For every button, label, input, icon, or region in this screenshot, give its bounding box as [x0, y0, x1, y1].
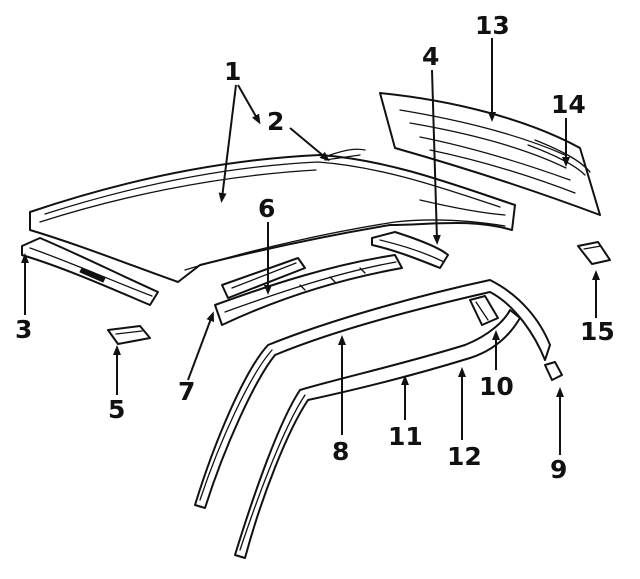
callout-8: 8 — [332, 437, 349, 466]
callout-9: 9 — [550, 455, 567, 484]
callout-15: 15 — [580, 317, 615, 346]
leader-4 — [431, 69, 441, 245]
end-cap-9 — [544, 361, 563, 381]
roof-edge-moulding — [329, 148, 366, 156]
callout-labels: 1 2 3 4 5 6 7 8 9 10 11 12 13 14 15 — [15, 11, 615, 484]
callout-5: 5 — [108, 395, 125, 424]
rear-window-glass — [379, 92, 601, 216]
callout-13: 13 — [475, 11, 510, 40]
lower-reveal-moulding — [234, 309, 521, 559]
callout-11: 11 — [388, 422, 423, 451]
leader-1b — [237, 84, 261, 125]
front-header-rail — [21, 237, 159, 306]
callout-14: 14 — [551, 90, 586, 119]
rear-quarter-rail — [371, 231, 449, 269]
drip-moulding — [194, 279, 551, 509]
leader-1a — [218, 84, 237, 203]
callout-2: 2 — [267, 107, 284, 136]
roof-panel — [29, 154, 516, 283]
leader-2 — [289, 127, 330, 162]
callout-7: 7 — [178, 377, 195, 406]
callout-12: 12 — [447, 442, 482, 471]
callout-10: 10 — [479, 372, 514, 401]
leader-lines — [21, 38, 600, 455]
retainer-clip-15 — [577, 241, 611, 265]
leader-7 — [187, 311, 214, 381]
roof-bracket — [221, 257, 306, 299]
callout-1: 1 — [224, 57, 241, 86]
callout-3: 3 — [15, 315, 32, 344]
callout-6: 6 — [258, 194, 275, 223]
retainer-clip-5 — [107, 325, 151, 345]
retainer-10 — [469, 295, 499, 326]
callout-4: 4 — [422, 42, 439, 71]
